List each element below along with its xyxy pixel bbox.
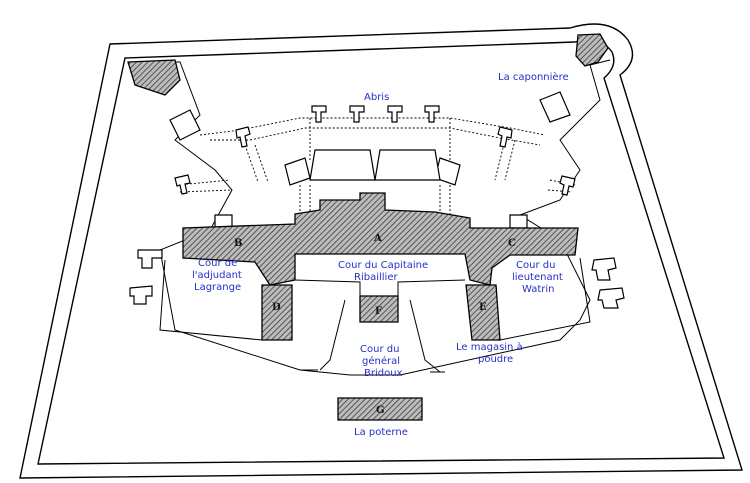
building-letter-f: F	[375, 306, 382, 317]
label-cour-lieutenant-line2: lieutenant	[512, 272, 563, 283]
label-cour-capitaine-line2: Ribaillier	[354, 272, 398, 283]
side-bunkers	[129, 249, 625, 309]
inner-fort-outline	[128, 59, 611, 376]
left-corner-casemate	[127, 59, 181, 96]
label-cour-adjudant-line2: l'adjudant	[192, 270, 242, 281]
building-letter-e: E	[479, 302, 487, 313]
building-letter-b: B	[234, 238, 242, 249]
building-g-poterne	[337, 397, 423, 421]
caponniere-structure	[575, 33, 609, 67]
building-letter-c: C	[508, 238, 516, 249]
building-letter-d: D	[272, 302, 281, 313]
label-cour-general-line3: Bridoux	[364, 368, 403, 379]
label-cour-general-line1: Cour du	[360, 344, 399, 355]
courtyard-lines	[159, 257, 591, 373]
label-cour-capitaine-line1: Cour du Capitaine	[338, 260, 428, 271]
label-poterne: La poterne	[354, 427, 408, 438]
main-barracks-a-b-c	[182, 192, 579, 286]
building-f	[359, 295, 399, 323]
label-cour-adjudant-line1: Cour de	[198, 258, 237, 269]
label-cour-lieutenant-line1: Cour du	[516, 260, 555, 271]
label-caponniere: La caponnière	[498, 71, 569, 83]
angled-casemates	[169, 91, 571, 229]
building-letter-g: G	[376, 405, 385, 416]
label-magasin-line1: Le magasin à	[456, 341, 523, 353]
label-magasin-line2: poudre	[478, 354, 513, 365]
label-cour-general-line2: général	[362, 355, 400, 367]
building-letter-a: A	[373, 233, 382, 244]
building-d-wing	[261, 284, 293, 341]
label-cour-adjudant-line3: Lagrange	[194, 282, 241, 293]
abris-shelters	[174, 105, 576, 196]
label-cour-lieutenant-line3: Watrin	[522, 284, 555, 295]
label-abris: Abris	[364, 92, 389, 103]
